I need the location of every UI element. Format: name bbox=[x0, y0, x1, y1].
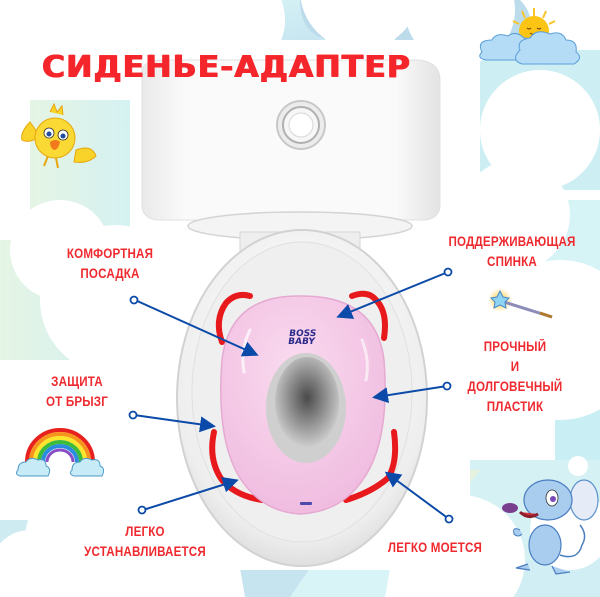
feature-line: ПЛАСТИК bbox=[486, 399, 544, 414]
page-title: СИДЕНЬЕ-АДАПТЕР bbox=[42, 50, 412, 85]
feature-label-comfort: КОМФОРТНАЯ ПОСАДКА bbox=[50, 244, 170, 284]
feature-label-easy-wash: ЛЕГКО МОЕТСЯ bbox=[383, 538, 486, 558]
feature-label-durable-plastic: ПРОЧНЫЙ И ДОЛГОВЕЧНЫЙ ПЛАСТИК bbox=[451, 337, 580, 417]
yellow-bird-icon bbox=[21, 102, 97, 169]
feature-line: ПОДДЕРЖИВАЮЩАЯ bbox=[448, 234, 576, 249]
feature-label-back-support: ПОДДЕРЖИВАЮЩАЯ СПИНКА bbox=[443, 232, 581, 272]
callout-dots bbox=[128, 267, 454, 524]
brand-logo: BOSS BABY bbox=[279, 329, 325, 347]
feature-line: ЛЕГКО bbox=[125, 524, 165, 539]
feature-line: И bbox=[510, 359, 520, 374]
feature-line: ПОСАДКА bbox=[80, 266, 140, 281]
feature-label-splash-protection: ЗАЩИТА ОТ БРЫЗГ bbox=[30, 372, 125, 412]
brand-logo-line-2: BABY bbox=[287, 337, 316, 347]
feature-line: ДОЛГОВЕЧНЫЙ bbox=[467, 379, 563, 394]
feature-line: СПИНКА bbox=[487, 254, 537, 269]
mouse-icon bbox=[502, 479, 599, 575]
callout-arrows bbox=[133, 271, 450, 520]
feature-line: ЛЕГКО МОЕТСЯ bbox=[387, 540, 483, 555]
feature-line: ОТ БРЫЗГ bbox=[45, 394, 109, 409]
rainbow-icon bbox=[15, 428, 105, 477]
magic-wand-icon bbox=[488, 288, 553, 319]
feature-label-easy-install: ЛЕГКО УСТАНАВЛИВАЕТСЯ bbox=[72, 522, 218, 562]
feature-line: ЗАЩИТА bbox=[51, 374, 103, 389]
feature-line: КОМФОРТНАЯ bbox=[66, 246, 154, 261]
feature-line: ПРОЧНЫЙ bbox=[483, 339, 547, 354]
feature-line: УСТАНАВЛИВАЕТСЯ bbox=[84, 544, 206, 559]
sun-cloud-icon bbox=[479, 8, 580, 65]
